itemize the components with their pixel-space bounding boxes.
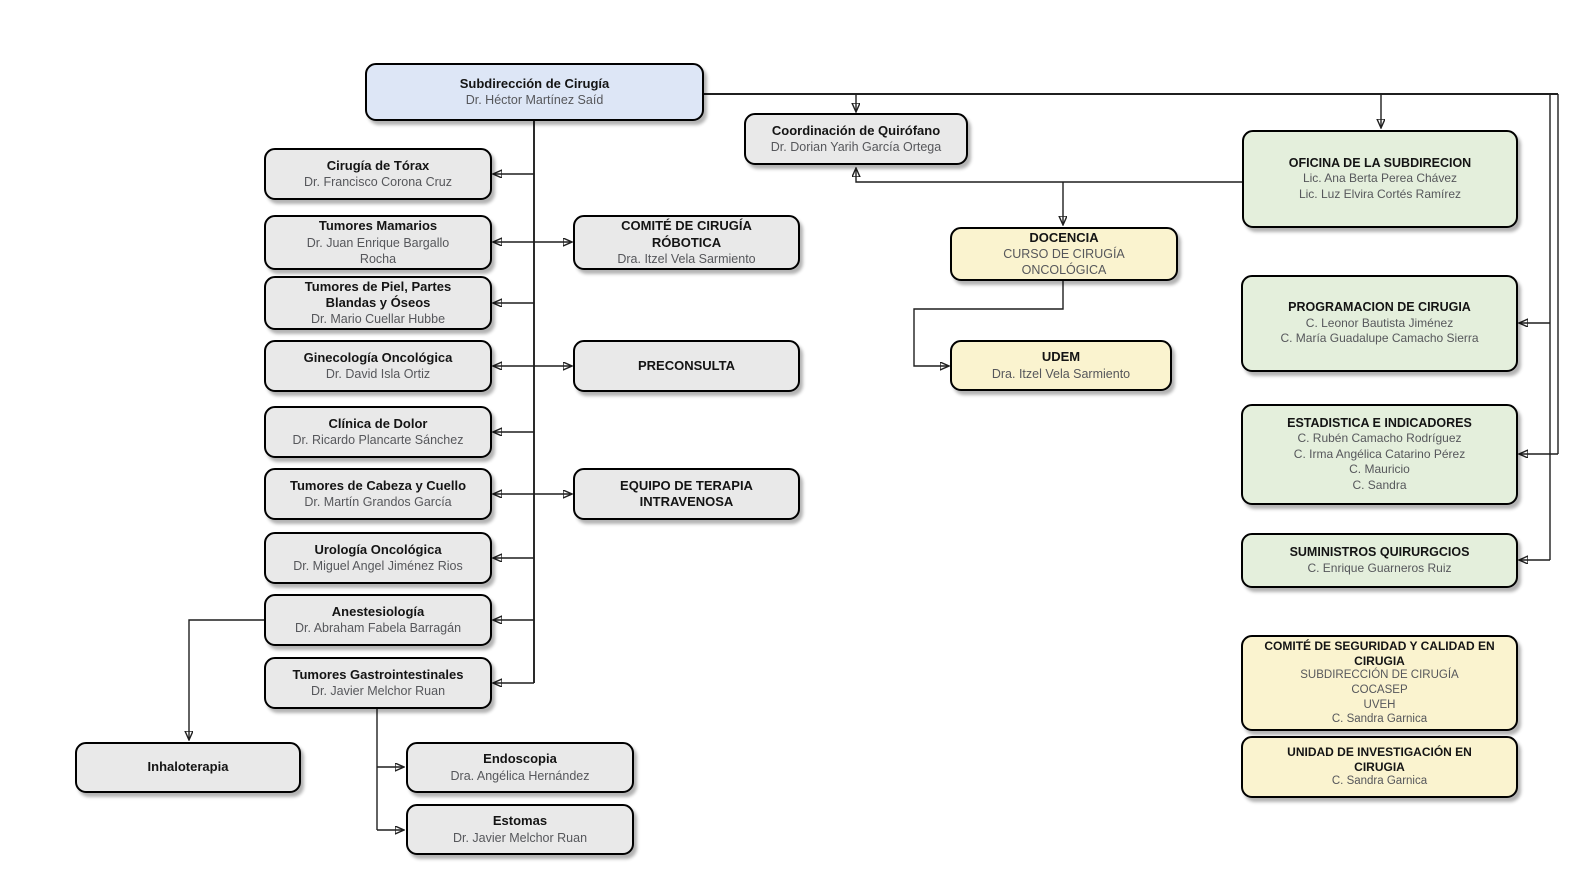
node-subtitle: Dr. Ricardo Plancarte Sánchez [292,433,464,448]
node-urologia-oncologica[interactable]: Urología Oncológica Dr. Miguel Angel Jim… [264,532,492,584]
node-title: Ginecología Oncológica [303,349,453,365]
node-subtitle: C. Sandra Garnica [1331,775,1428,788]
node-title: ESTADISTICA E INDICADORES [1287,415,1472,430]
node-clinica-de-dolor[interactable]: Clínica de Dolor Dr. Ricardo Plancarte S… [264,406,492,458]
node-programacion-cirugia[interactable]: PROGRAMACION DE CIRUGIA C. Leonor Bautis… [1241,275,1518,372]
node-tumores-piel-partes-blandas[interactable]: Tumores de Piel, Partes Blandas y Óseos … [264,276,492,330]
node-subtitle: Dr. Héctor Martínez Saíd [465,93,604,108]
node-subtitle: Dr. Dorian Yarih García Ortega [770,140,942,155]
node-oficina-subdireccion[interactable]: OFICINA DE LA SUBDIRECION Lic. Ana Berta… [1242,130,1518,228]
node-title: Tumores Gastrointestinales [292,666,464,682]
node-unidad-investigacion[interactable]: UNIDAD DE INVESTIGACIÓN EN CIRUGIA C. Sa… [1241,736,1518,798]
node-title: SUMINISTROS QUIRURGCIOS [1289,544,1470,559]
node-title: COMITÉ DE SEGURIDAD Y CALIDAD EN CIRUGIA [1264,638,1495,668]
node-subtitle: CURSO DE CIRUGÍA ONCOLÓGICA [1003,247,1125,278]
node-title: Inhaloterapia [147,759,229,775]
node-title: COMITÉ DE CIRUGÍA RÓBOTICA [621,218,752,250]
node-subtitle: Dr. Juan Enrique Bargallo Rocha [306,235,450,266]
node-subtitle: SUBDIRECCIÓN DE CIRUGÍA COCASEP UVEH C. … [1300,669,1459,726]
node-subtitle: C. Rubén Camacho Rodríguez C. Irma Angél… [1293,431,1466,492]
node-equipo-terapia-intravenosa[interactable]: EQUIPO DE TERAPIA INTRAVENOSA [573,468,800,520]
node-tumores-mamarios[interactable]: Tumores Mamarios Dr. Juan Enrique Bargal… [264,215,492,270]
connector-docencia-to-udem [913,281,1064,366]
node-coordinacion-quirofano[interactable]: Coordinación de Quirófano Dr. Dorian Yar… [744,113,968,165]
node-subtitle: Lic. Ana Berta Perea Chávez Lic. Luz Elv… [1298,171,1462,201]
node-subtitle: C. Enrique Guarneros Ruiz [1307,560,1452,575]
node-subtitle: Dra. Itzel Vela Sarmiento [991,366,1131,381]
node-tumores-cabeza-cuello[interactable]: Tumores de Cabeza y Cuello Dr. Martín Gr… [264,468,492,520]
node-suministros-quirurgicos[interactable]: SUMINISTROS QUIRURGCIOS C. Enrique Guarn… [1241,533,1518,588]
node-title: Subdirección de Cirugía [459,75,610,91]
node-title: Tumores de Cabeza y Cuello [289,477,467,493]
node-title: Clínica de Dolor [328,415,428,431]
node-subtitle: Dr. Javier Melchor Ruan [310,684,446,699]
node-comite-seguridad-calidad[interactable]: COMITÉ DE SEGURIDAD Y CALIDAD EN CIRUGIA… [1241,635,1518,731]
node-inhaloterapia[interactable]: Inhaloterapia [75,742,301,793]
node-cirugia-de-torax[interactable]: Cirugía de Tórax Dr. Francisco Corona Cr… [264,148,492,200]
connector-oficina-to-coordinacion [856,169,1242,183]
node-subtitle: Dr. Miguel Angel Jiménez Rios [293,559,463,574]
node-subtitle: Dr. Martín Grandos García [304,495,452,510]
node-anestesiologia[interactable]: Anestesiología Dr. Abraham Fabela Barrag… [264,594,492,646]
node-subtitle: Dra. Angélica Hernández [450,768,590,783]
node-subtitle: Dr. Javier Melchor Ruan [452,830,588,845]
node-docencia[interactable]: DOCENCIA CURSO DE CIRUGÍA ONCOLÓGICA [950,227,1178,281]
node-subdireccion-cirugia[interactable]: Subdirección de Cirugía Dr. Héctor Martí… [365,63,704,121]
node-subtitle: C. Leonor Bautista Jiménez C. María Guad… [1280,315,1479,346]
node-title: Cirugía de Tórax [326,157,430,173]
node-title: OFICINA DE LA SUBDIRECION [1288,155,1472,170]
connector-to-inhaloterapia [189,619,264,739]
node-tumores-gastrointestinales[interactable]: Tumores Gastrointestinales Dr. Javier Me… [264,657,492,709]
node-title: Tumores de Piel, Partes Blandas y Óseos [304,278,452,310]
node-subtitle: Dr. Abraham Fabela Barragán [294,621,462,636]
node-title: UNIDAD DE INVESTIGACIÓN EN CIRUGIA [1287,745,1472,774]
node-udem[interactable]: UDEM Dra. Itzel Vela Sarmiento [950,340,1172,391]
node-endoscopia[interactable]: Endoscopia Dra. Angélica Hernández [406,742,634,793]
node-subtitle: Dr. David Isla Ortiz [325,367,431,382]
node-title: Endoscopia [483,751,557,767]
node-estomas[interactable]: Estomas Dr. Javier Melchor Ruan [406,804,634,855]
node-subtitle: Dra. Itzel Vela Sarmiento [617,251,756,266]
node-ginecologia-oncologica[interactable]: Ginecología Oncológica Dr. David Isla Or… [264,340,492,392]
node-title: Estomas [492,813,548,829]
node-subtitle: Dr. Mario Cuellar Hubbe [310,312,446,327]
node-estadistica-indicadores[interactable]: ESTADISTICA E INDICADORES C. Rubén Camac… [1241,404,1518,505]
node-title: Tumores Mamarios [318,218,438,234]
node-title: DOCENCIA [1029,229,1099,245]
node-title: EQUIPO DE TERAPIA INTRAVENOSA [620,477,753,509]
node-title: Anestesiología [331,603,425,619]
node-comite-cirugia-robotica[interactable]: COMITÉ DE CIRUGÍA RÓBOTICA Dra. Itzel Ve… [573,215,800,270]
node-title: Urología Oncológica [314,541,442,557]
node-title: PRECONSULTA [637,357,736,373]
node-title: PROGRAMACION DE CIRUGIA [1288,300,1471,315]
node-title: UDEM [1041,349,1081,365]
node-title: Coordinación de Quirófano [771,122,941,138]
node-preconsulta[interactable]: PRECONSULTA [573,340,800,392]
node-subtitle: Dr. Francisco Corona Cruz [304,175,452,190]
